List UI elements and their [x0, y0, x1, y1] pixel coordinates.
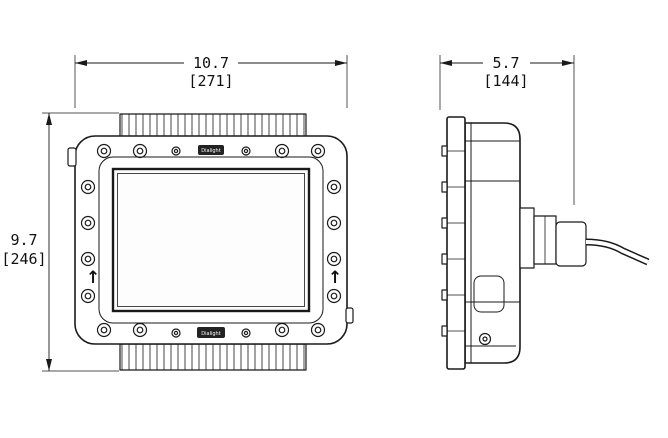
rear-connector	[519, 207, 587, 269]
front-height-mm: [246]	[1, 250, 46, 268]
up-arrow-icon: ↑	[328, 268, 342, 288]
front-height-dimension: 9.7 [246]	[1, 112, 119, 372]
right-tab	[345, 307, 354, 324]
cable-icon	[585, 238, 650, 266]
front-width-dimension: 10.7 [271]	[74, 54, 348, 108]
side-housing	[464, 122, 521, 364]
side-bolt-heads	[441, 145, 465, 337]
brand-label: Dialight	[201, 148, 220, 154]
brand-label: Dialight	[201, 331, 220, 337]
bezel-frame	[98, 156, 324, 324]
front-height-inches: 9.7	[10, 231, 37, 249]
side-depth-dimension: 5.7 [144]	[439, 54, 575, 205]
side-depth-inches: 5.7	[492, 54, 519, 72]
side-view	[441, 116, 650, 370]
side-depth-mm: [144]	[483, 72, 528, 90]
front-width-inches: 10.7	[193, 54, 229, 72]
left-tab	[67, 147, 77, 167]
front-width-mm: [271]	[188, 72, 233, 90]
side-detail-box	[473, 275, 505, 313]
screen	[111, 167, 311, 313]
heatsink-fins-bottom-icon	[119, 343, 307, 371]
front-view: ↑ ↑ Dialight Dialight	[67, 113, 354, 371]
drain-hole-icon	[478, 332, 492, 346]
screen-inner-line	[117, 173, 305, 307]
brand-mark-top: Dialight	[198, 145, 224, 155]
up-arrow-icon: ↑	[86, 268, 100, 288]
side-front-plate	[446, 116, 466, 370]
brand-mark-bottom: Dialight	[197, 327, 225, 338]
